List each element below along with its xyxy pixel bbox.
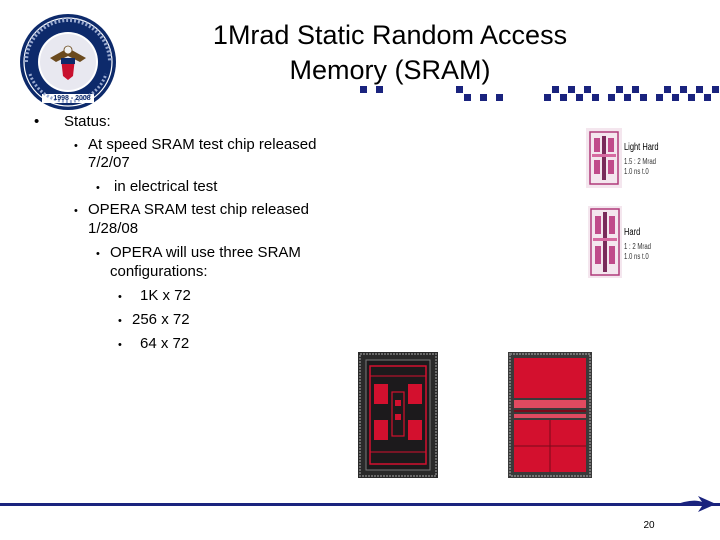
checker-square bbox=[576, 94, 583, 101]
bullet-dot-icon: • bbox=[34, 113, 40, 130]
bullet-dot-icon: • bbox=[118, 339, 122, 351]
checker-square bbox=[616, 86, 623, 93]
footer-arrow-icon bbox=[672, 496, 716, 512]
bullet-dot-icon: • bbox=[74, 140, 78, 152]
sram-chip-layout-image-2 bbox=[508, 352, 592, 478]
checker-square bbox=[632, 86, 639, 93]
seal-year-range: 1998 - 2008 bbox=[53, 95, 91, 102]
checker-square bbox=[592, 94, 599, 101]
bullet-opera-sram: •OPERA SRAM test chip released bbox=[74, 200, 309, 221]
checker-square bbox=[624, 94, 631, 101]
checker-square bbox=[456, 86, 463, 93]
checker-square bbox=[560, 94, 567, 101]
thumbnail-2-sub1: 1 : 2 Mrad bbox=[624, 242, 652, 251]
checker-square bbox=[584, 86, 591, 93]
checker-square bbox=[656, 94, 663, 101]
bullet-opera-configs: •OPERA will use three SRAM bbox=[96, 243, 301, 264]
checker-square bbox=[672, 94, 679, 101]
checker-square bbox=[568, 86, 575, 93]
sram-layout-thumbnail-hard bbox=[588, 206, 622, 278]
checker-square bbox=[680, 86, 687, 93]
config-64: •64 x 72 bbox=[118, 334, 189, 355]
thumbnail-2-title: Hard bbox=[624, 227, 641, 238]
sram-chip-layout-image-1 bbox=[358, 352, 438, 478]
checker-square bbox=[696, 86, 703, 93]
sram-layout-thumbnail-light-hard bbox=[586, 128, 622, 188]
thumbnail-1-sub2: 1.0 ns t.0 bbox=[624, 167, 649, 176]
bullet-dot-icon: • bbox=[96, 248, 100, 260]
slide-title: 1Mrad Static Random Access Memory (SRAM) bbox=[150, 18, 630, 88]
decorative-checker-band bbox=[360, 86, 719, 101]
checker-square bbox=[464, 94, 471, 101]
thumbnail-2-sub2: 1.0 ns t.0 bbox=[624, 252, 649, 261]
bullet-dot-icon: • bbox=[74, 205, 78, 217]
checker-square bbox=[360, 86, 367, 93]
checker-square bbox=[608, 94, 615, 101]
bullet-configurations: configurations: bbox=[110, 263, 208, 280]
bullet-dot-icon: • bbox=[96, 182, 100, 194]
title-line-2: Memory (SRAM) bbox=[289, 55, 491, 85]
config-256: •256 x 72 bbox=[118, 310, 190, 331]
checker-square bbox=[712, 86, 719, 93]
checker-square bbox=[704, 94, 711, 101]
thumbnail-1-sub1: 1.5 : 2 Mrad bbox=[624, 157, 657, 166]
checker-square bbox=[664, 86, 671, 93]
checker-square bbox=[376, 86, 383, 93]
checker-square bbox=[496, 94, 503, 101]
footer-divider-line bbox=[0, 503, 720, 506]
page-number: 20 bbox=[643, 520, 655, 531]
bullet-status: •Status: bbox=[34, 113, 111, 130]
checker-square bbox=[552, 86, 559, 93]
checker-square bbox=[544, 94, 551, 101]
bullet-opera-date: 1/28/08 bbox=[88, 220, 139, 237]
bullet-dot-icon: • bbox=[118, 315, 122, 327]
checker-square bbox=[688, 94, 695, 101]
checker-square bbox=[480, 94, 487, 101]
checker-square bbox=[640, 94, 647, 101]
config-1k: •1K x 72 bbox=[118, 286, 191, 307]
bullet-at-speed: •At speed SRAM test chip released bbox=[74, 135, 316, 156]
thumbnail-1-title: Light Hard bbox=[624, 142, 659, 153]
title-line-1: 1Mrad Static Random Access bbox=[212, 20, 568, 50]
bullet-dot-icon: • bbox=[118, 291, 122, 303]
bullet-electrical-test: •in electrical test bbox=[96, 177, 217, 198]
bullet-at-speed-date: 7/2/07 bbox=[88, 154, 130, 171]
dtra-anniversary-seal-logo bbox=[20, 14, 116, 110]
